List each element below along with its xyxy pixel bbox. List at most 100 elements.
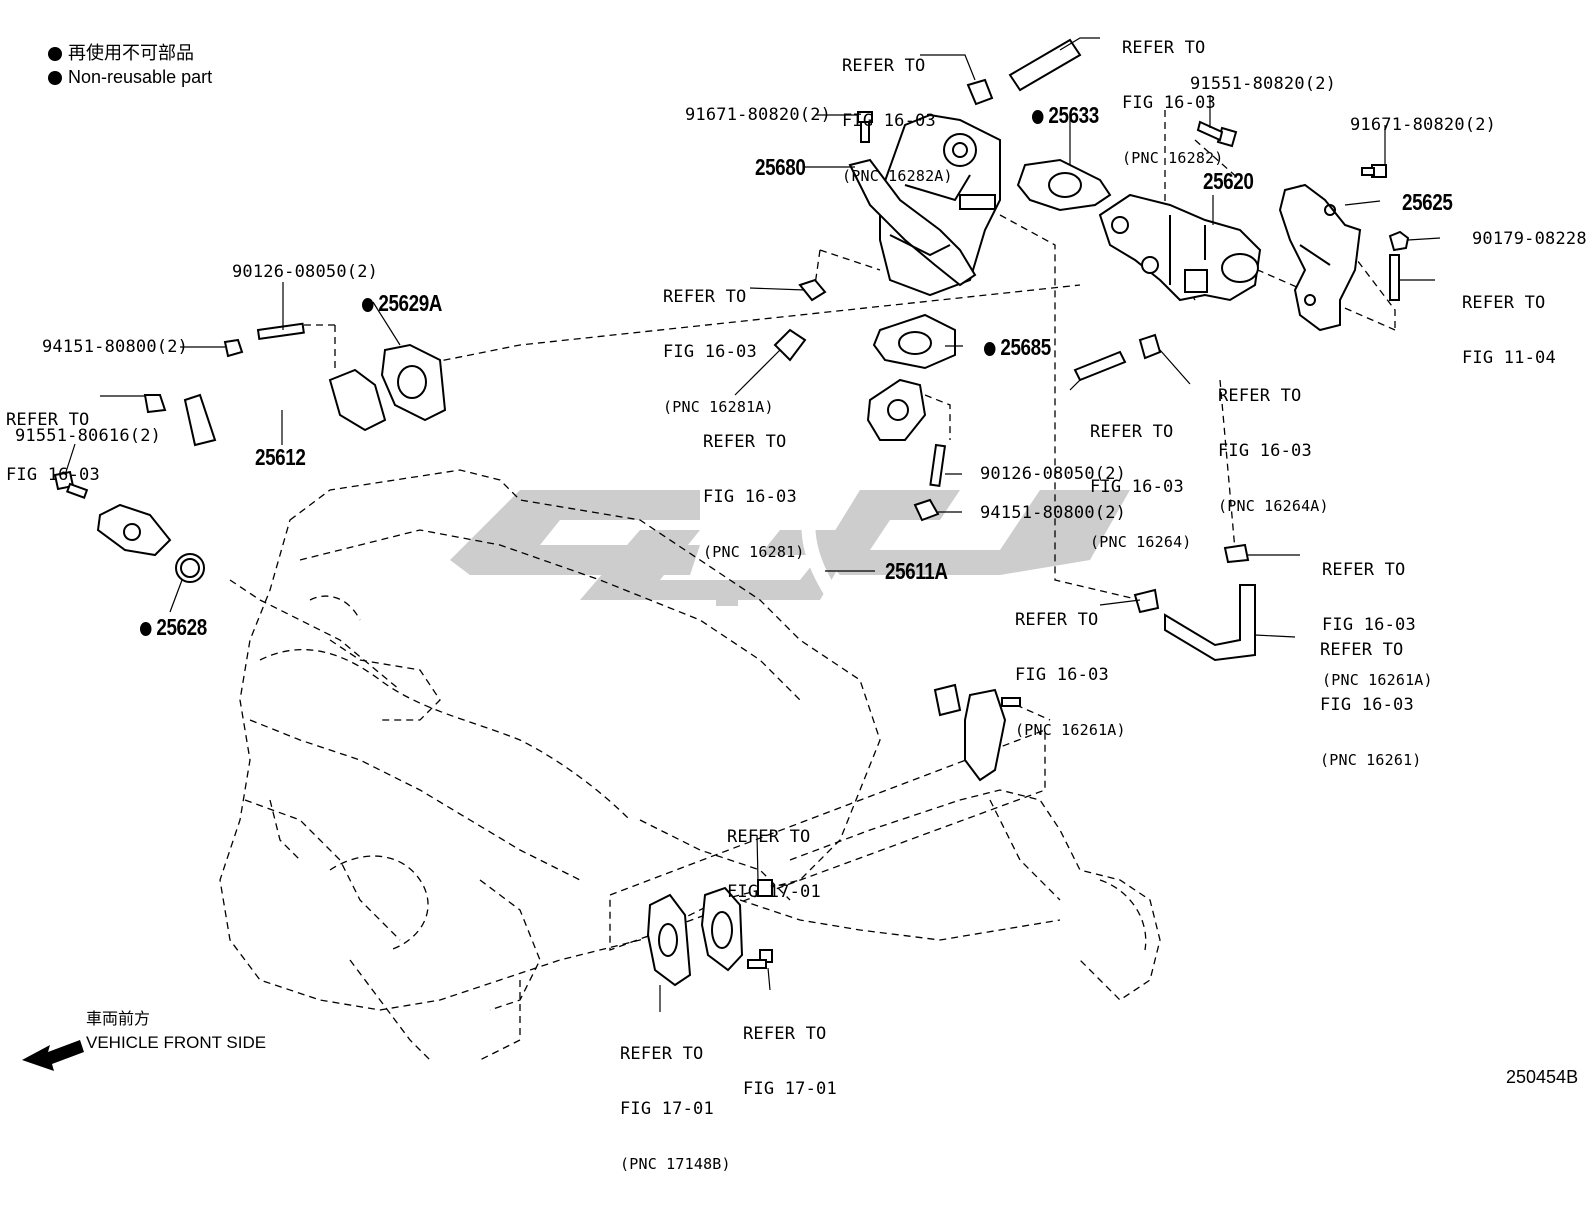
refer-line2: FIG 11-04 xyxy=(1462,348,1556,368)
refer-to-fig-16-03-left[interactable]: REFER TO FIG 16-03 xyxy=(6,376,100,520)
part-25685[interactable]: 25685 xyxy=(984,336,1051,359)
figure-id: 250454B xyxy=(1506,1067,1579,1087)
refer-line2: FIG 17-01 xyxy=(727,882,821,902)
legend-jp: 再使用不可部品 xyxy=(28,26,194,80)
refer-pnc: (PNC 16264) xyxy=(1090,533,1192,551)
refer-line1: REFER TO xyxy=(663,287,747,307)
bracket-25625 xyxy=(1278,183,1362,332)
non-reusable-dot-icon xyxy=(48,47,63,62)
watermark-logo xyxy=(450,490,1130,606)
refer-line1: REFER TO xyxy=(1322,560,1406,580)
part-90179[interactable]: 90179-08228 xyxy=(1472,229,1587,249)
refer-to-16281A[interactable]: REFER TO FIG 16-03 (PNC 16281A) xyxy=(663,253,774,452)
legend-jp-text: 再使用不可部品 xyxy=(68,43,195,63)
part-25628-label: 25628 xyxy=(156,614,207,640)
part-25680[interactable]: 25680 xyxy=(755,154,806,180)
refer-line2: FIG 16-03 xyxy=(1320,695,1414,715)
egr-cooler-25680 xyxy=(848,113,1001,297)
gasket-25685 xyxy=(872,313,956,370)
part-91671-a[interactable]: 91671-80820(2) xyxy=(685,105,832,125)
bolt-icons xyxy=(53,111,1387,969)
refer-pnc: (PNC 16282A) xyxy=(842,167,953,185)
refer-to-16282A[interactable]: REFER TO FIG 16-03 (PNC 16282A) xyxy=(842,22,953,221)
refer-to-16264A[interactable]: REFER TO FIG 16-03 (PNC 16264A) xyxy=(1218,352,1329,551)
legend-en: Non-reusable part xyxy=(28,50,212,104)
diagram-artwork xyxy=(22,37,1441,1071)
refer-line2: FIG 16-03 xyxy=(703,487,797,507)
stud-90126-left xyxy=(256,322,305,341)
refer-to-fig-17-01-lower[interactable]: REFER TO FIG 17-01 xyxy=(743,990,837,1134)
part-25611A[interactable]: 25611A xyxy=(885,558,948,584)
part-25685-label: 25685 xyxy=(1000,334,1051,360)
refer-line1: REFER TO xyxy=(1015,610,1099,630)
gasket-bottom xyxy=(646,886,744,987)
refer-to-16281[interactable]: REFER TO FIG 16-03 (PNC 16281) xyxy=(703,398,805,597)
refer-line2: FIG 16-03 xyxy=(663,342,757,362)
stud-nut-right xyxy=(1388,230,1410,301)
refer-to-16261A-right[interactable]: REFER TO FIG 16-03 (PNC 16261A) xyxy=(1322,526,1433,725)
part-94151-a[interactable]: 94151-80800(2) xyxy=(42,337,189,357)
refer-to-16282[interactable]: REFER TO FIG 16-03 (PNC 16282) xyxy=(1122,4,1224,203)
part-25625[interactable]: 25625 xyxy=(1402,189,1453,215)
part-91551-a[interactable]: 91551-80820(2) xyxy=(1190,74,1337,94)
vehicle-front-jp: 車両前方 xyxy=(86,1011,151,1028)
part-25629A-label: 25629A xyxy=(378,290,443,316)
refer-line2: FIG 16-03 xyxy=(1122,93,1216,113)
refer-line2: FIG 16-03 xyxy=(6,465,100,485)
refer-line1: REFER TO xyxy=(1090,422,1174,442)
refer-line2: FIG 16-03 xyxy=(842,111,936,131)
non-reusable-dot-icon xyxy=(1032,109,1044,124)
refer-to-fig-17-01-upper[interactable]: REFER TO FIG 17-01 xyxy=(727,793,821,937)
part-25612[interactable]: 25612 xyxy=(255,444,306,470)
refer-line2: FIG 17-01 xyxy=(620,1099,714,1119)
legend-en-text: Non-reusable part xyxy=(68,67,213,87)
refer-pnc: (PNC 16281A) xyxy=(663,398,774,416)
refer-to-16261A-center[interactable]: REFER TO FIG 16-03 (PNC 16261A) xyxy=(1015,576,1126,775)
part-25633-label: 25633 xyxy=(1048,102,1099,128)
gasket-25629A xyxy=(380,343,447,422)
refer-pnc: (PNC 16264A) xyxy=(1218,497,1329,515)
exhaust-manifold-outline xyxy=(739,789,1161,1001)
refer-line1: REFER TO xyxy=(842,56,926,76)
refer-to-16261[interactable]: REFER TO FIG 16-03 (PNC 16261) xyxy=(1320,606,1422,805)
refer-line2: FIG 16-03 xyxy=(1015,665,1109,685)
refer-line1: REFER TO xyxy=(6,410,90,430)
refer-to-17148B[interactable]: REFER TO FIG 17-01 (PNC 17148B) xyxy=(620,1010,731,1209)
egr-pipe-25612 xyxy=(96,368,387,583)
part-91671-b[interactable]: 91671-80820(2) xyxy=(1350,115,1497,135)
non-reusable-dot-icon xyxy=(140,621,152,636)
non-reusable-dot-icon xyxy=(362,297,374,312)
refer-line1: REFER TO xyxy=(620,1044,704,1064)
refer-line1: REFER TO xyxy=(727,827,811,847)
refer-pnc: (PNC 16261A) xyxy=(1322,671,1433,689)
part-91551-b[interactable]: 91551-80616(2) xyxy=(15,426,162,446)
refer-line1: REFER TO xyxy=(703,432,787,452)
non-reusable-dot-icon xyxy=(984,341,996,356)
egr-valve-25620 xyxy=(1098,193,1262,302)
refer-pnc: (PNC 16261A) xyxy=(1015,721,1126,739)
part-25633[interactable]: 25633 xyxy=(1032,104,1099,127)
clamp-and-hose-icons xyxy=(143,38,1256,897)
part-90126-a[interactable]: 90126-08050(2) xyxy=(232,262,379,282)
egr-pipe-25611A xyxy=(801,378,1007,782)
vehicle-front-en: VEHICLE FRONT SIDE xyxy=(86,1033,267,1052)
refer-line2: FIG 16-03 xyxy=(1218,441,1312,461)
refer-to-fig-11-04[interactable]: REFER TO FIG 11-04 xyxy=(1462,259,1556,403)
refer-line1: REFER TO xyxy=(1320,640,1404,660)
refer-line1: REFER TO xyxy=(1218,386,1302,406)
part-94151-b[interactable]: 94151-80800(2) xyxy=(980,503,1127,523)
part-90126-b[interactable]: 90126-08050(2) xyxy=(980,464,1127,484)
refer-to-16264[interactable]: REFER TO FIG 16-03 (PNC 16264) xyxy=(1090,388,1192,587)
part-25628[interactable]: 25628 xyxy=(140,616,207,639)
refer-line1: REFER TO xyxy=(1462,293,1546,313)
gasket-25633 xyxy=(1016,158,1112,212)
refer-line2: FIG 16-03 xyxy=(1322,615,1416,635)
refer-line1: REFER TO xyxy=(1122,38,1206,58)
refer-pnc: (PNC 17148B) xyxy=(620,1155,731,1173)
vehicle-front-arrow-icon xyxy=(22,1040,84,1071)
part-25620[interactable]: 25620 xyxy=(1203,168,1254,194)
leader-lines xyxy=(64,37,1441,1012)
refer-pnc: (PNC 16282) xyxy=(1122,149,1224,167)
refer-pnc: (PNC 16281) xyxy=(703,543,805,561)
part-25629A[interactable]: 25629A xyxy=(362,292,442,315)
